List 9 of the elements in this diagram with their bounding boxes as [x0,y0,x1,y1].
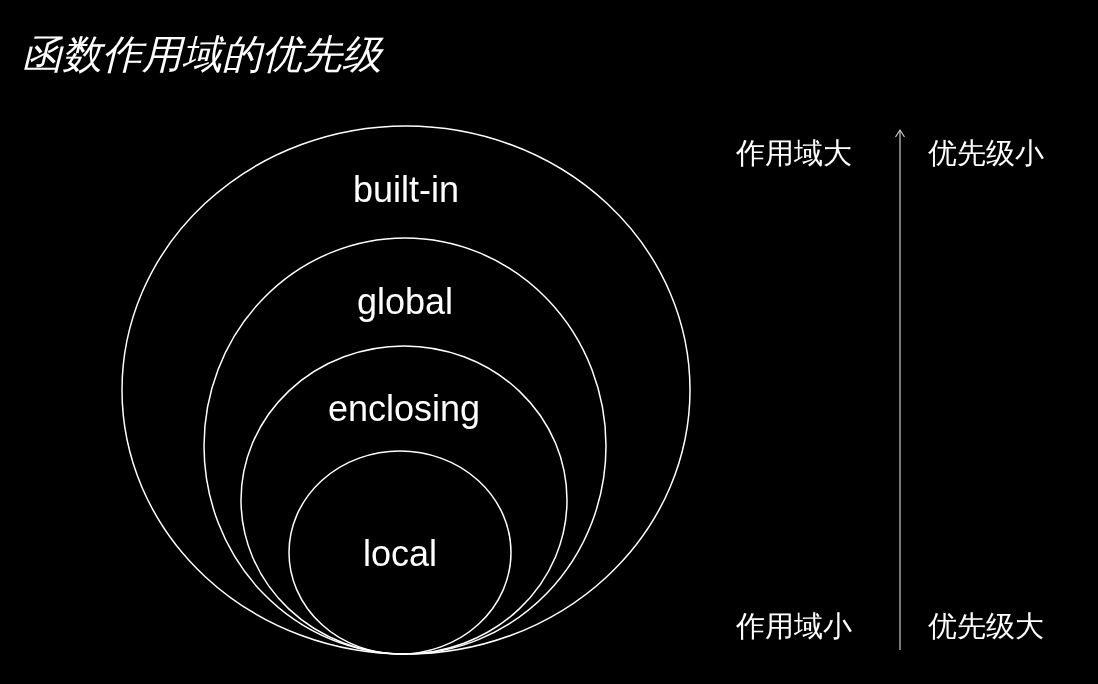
diagram-title: 函数作用域的优先级 [22,31,382,78]
scale-label: 作用域大 [736,136,852,170]
scale-label: 优先级小 [928,136,1044,170]
scope-label: local [362,534,437,574]
scale-label: 作用域小 [736,609,852,643]
scope-label: global [356,282,454,322]
scope-label: built-in [352,170,460,210]
scope-label: enclosing [327,389,481,429]
scale-label: 优先级大 [928,609,1044,643]
